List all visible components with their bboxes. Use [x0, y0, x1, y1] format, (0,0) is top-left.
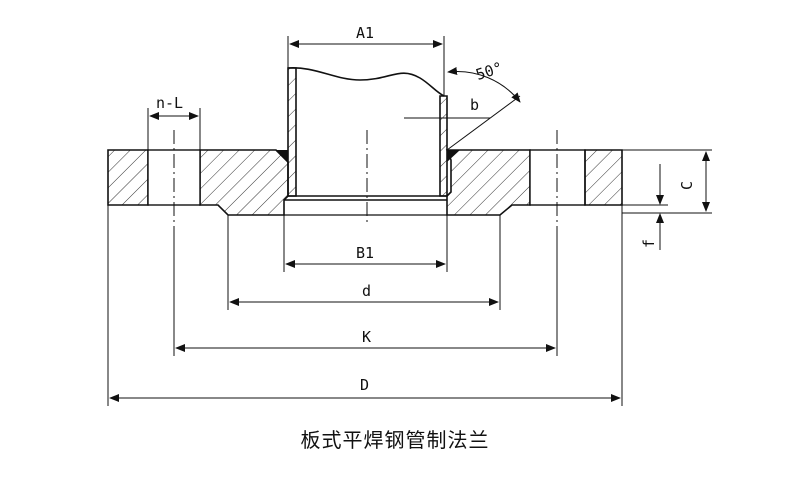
f-label: f	[640, 239, 658, 248]
D-label: D	[360, 376, 369, 394]
flange-left-inner-section	[199, 149, 289, 216]
angle-label: 50°	[474, 58, 505, 83]
weld-right	[447, 150, 460, 162]
pipe-break-line	[287, 67, 445, 97]
b1-label: B1	[356, 244, 374, 262]
pipe-right-wall	[439, 95, 448, 197]
nl-label: n-L	[156, 94, 183, 112]
pipe-left-wall	[287, 67, 297, 197]
k-label: K	[362, 328, 371, 346]
d-label: d	[362, 282, 371, 300]
a1-label: A1	[356, 24, 374, 42]
angle-arc	[447, 67, 521, 103]
b-label: b	[470, 96, 479, 114]
angle-ref-line	[446, 95, 521, 151]
flange-left-section	[107, 149, 149, 206]
flange-right-section	[584, 149, 623, 206]
weld-left	[276, 150, 288, 162]
flange-right-inner-section	[445, 149, 531, 216]
drawing-caption: 板式平焊钢管制法兰	[300, 428, 490, 452]
c-label: C	[678, 181, 696, 190]
